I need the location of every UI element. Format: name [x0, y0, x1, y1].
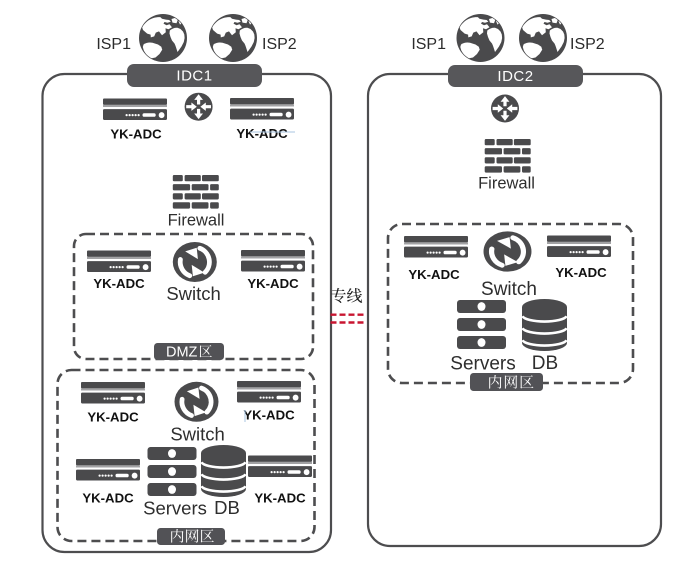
svg-text:DB: DB: [532, 353, 558, 374]
svg-text:Switch: Switch: [166, 283, 221, 304]
svg-text:IDC2: IDC2: [497, 68, 533, 85]
svg-text:DB: DB: [214, 497, 240, 518]
svg-text:YK-ADC: YK-ADC: [243, 408, 295, 423]
svg-text:ISP2: ISP2: [262, 36, 297, 53]
svg-text:Servers: Servers: [143, 498, 207, 519]
svg-text:YK-ADC: YK-ADC: [555, 265, 607, 280]
svg-text:Firewall: Firewall: [168, 212, 225, 230]
svg-text:IDC1: IDC1: [176, 68, 212, 85]
svg-text:YK-ADC: YK-ADC: [110, 127, 162, 142]
svg-text:ISP2: ISP2: [570, 36, 605, 53]
svg-text:Servers: Servers: [450, 354, 515, 375]
svg-text:YK-ADC: YK-ADC: [87, 410, 139, 425]
svg-text:Switch: Switch: [170, 424, 225, 445]
svg-text:Firewall: Firewall: [478, 175, 535, 193]
svg-text:DMZ: DMZ: [166, 345, 198, 361]
svg-text:YK-ADC: YK-ADC: [93, 276, 145, 291]
svg-text:YK-ADC: YK-ADC: [247, 276, 299, 291]
svg-text:YK-ADC: YK-ADC: [254, 491, 306, 506]
svg-text:YK-ADC: YK-ADC: [408, 267, 460, 282]
svg-text:ISP1: ISP1: [96, 36, 131, 53]
svg-text:Switch: Switch: [481, 279, 537, 300]
svg-text:YK-ADC: YK-ADC: [82, 491, 134, 506]
svg-text:YK-ADC: YK-ADC: [236, 126, 288, 141]
svg-text:ISP1: ISP1: [411, 36, 446, 53]
